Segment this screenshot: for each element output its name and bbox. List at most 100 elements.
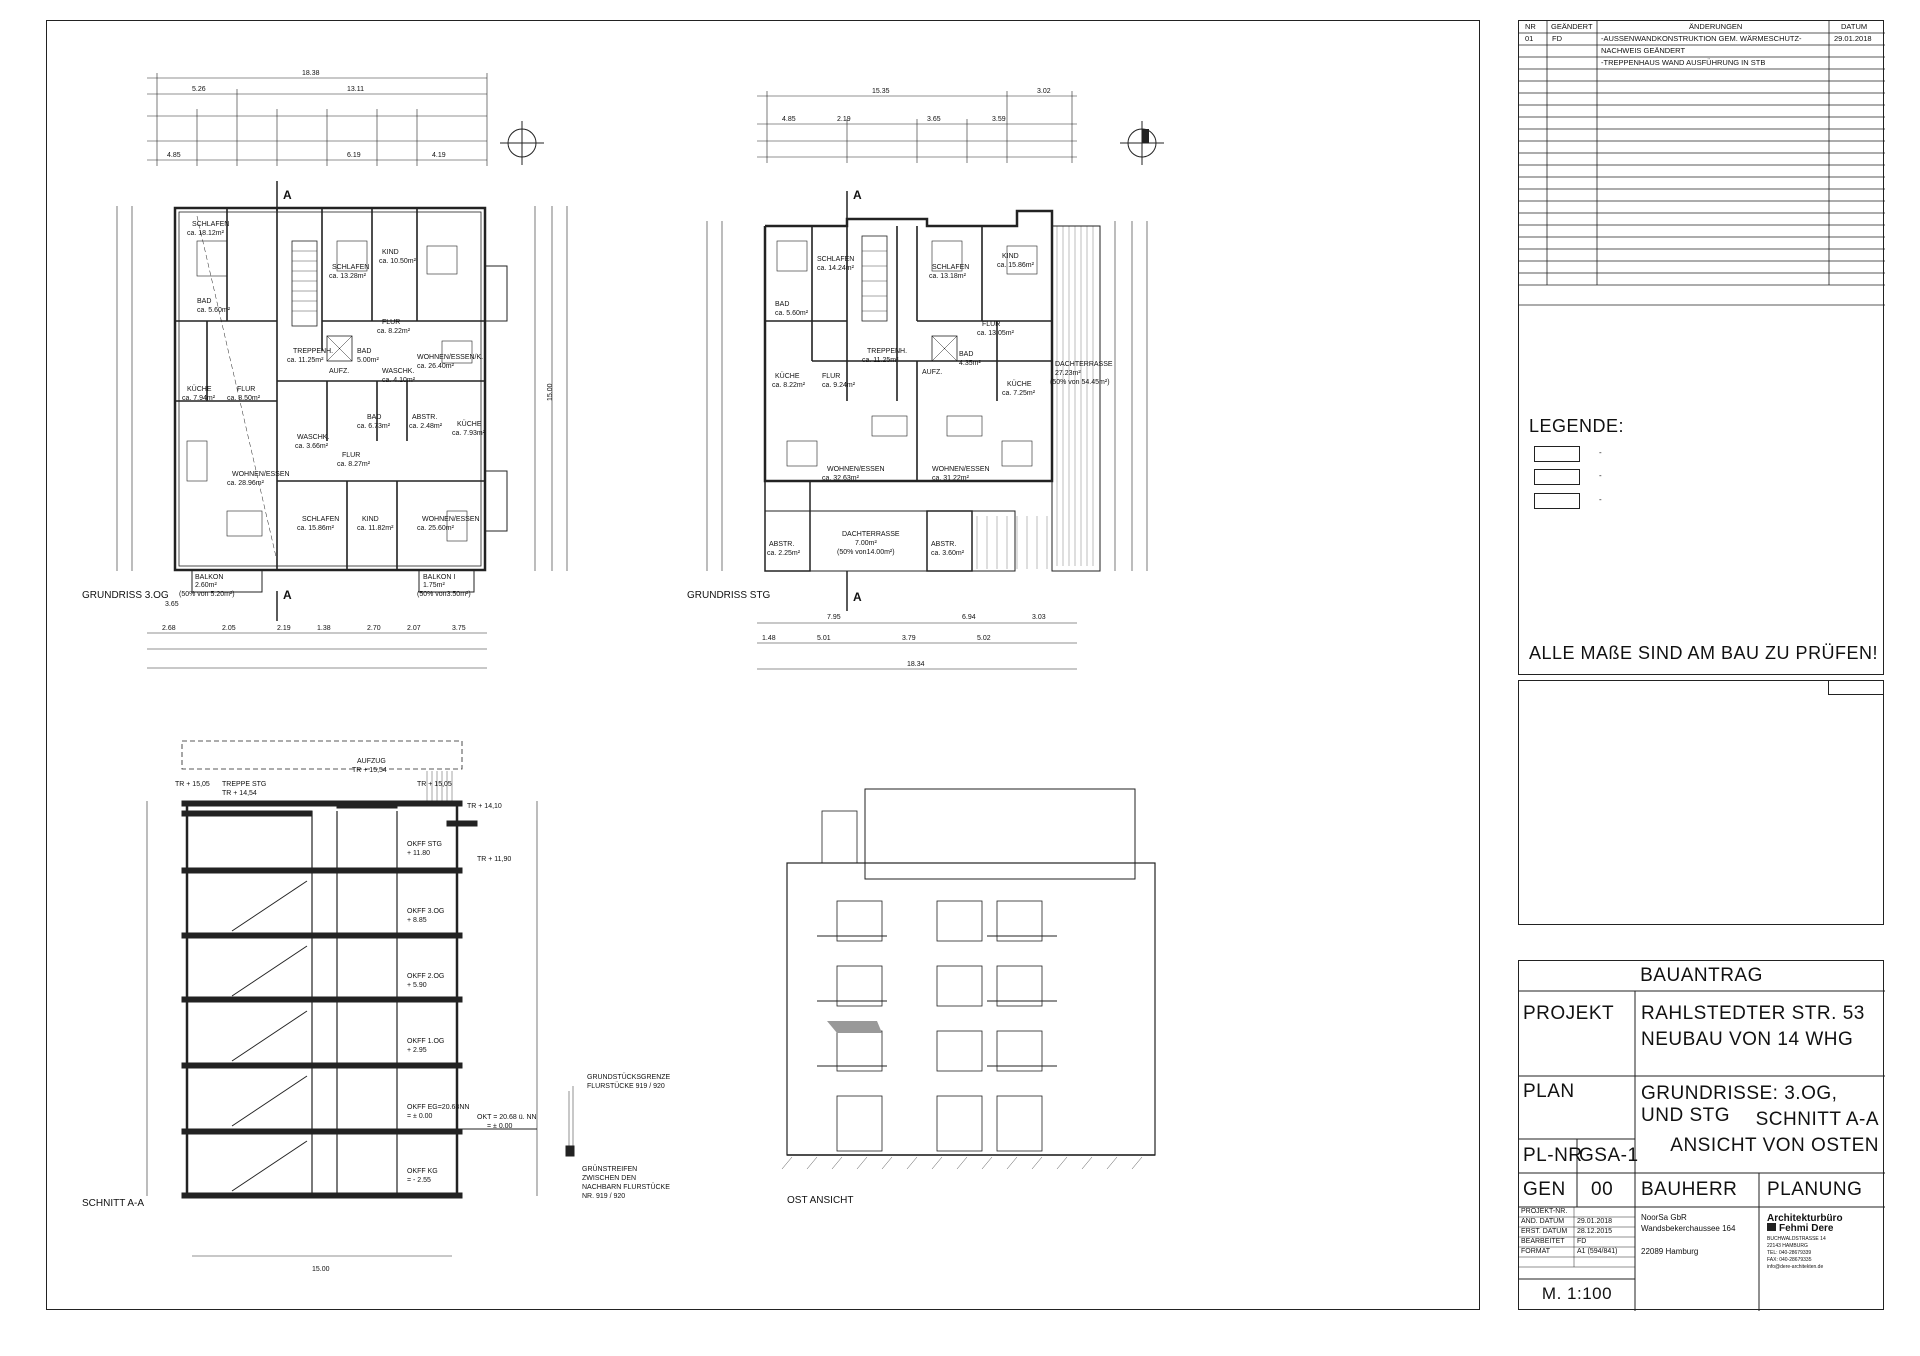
dim-3og-a: 5.26 — [192, 86, 206, 93]
section-mark-a: A — [853, 590, 862, 604]
planung-small: info@dere-architekten.de — [1767, 1264, 1824, 1270]
room-area: ca. 10.50m² — [379, 258, 417, 265]
terrace-area: 27.23m² — [1055, 370, 1081, 377]
scale: M. 1:100 — [1541, 1284, 1613, 1303]
level-value: = ± 0.00 — [407, 1113, 433, 1120]
meta-value: 28.12.2015 — [1577, 1228, 1613, 1235]
streifen-label: GRÜNSTREIFEN — [582, 1165, 637, 1173]
level-name: OKFF STG — [407, 841, 442, 848]
level-name: OKFF 1.OG — [407, 1038, 444, 1045]
room-label: KIND — [1002, 253, 1019, 260]
section-top-label: TREPPE STG — [222, 781, 266, 788]
meta-key: BEARBEITET — [1521, 1238, 1565, 1245]
plnr-label: PL-NR — [1523, 1145, 1583, 1166]
meta-value: FD — [1577, 1238, 1587, 1245]
room-area: ca. 13.28m² — [329, 273, 367, 280]
planung-small: FAX: 040-28679335 — [1767, 1257, 1812, 1263]
room-label: AUFZ. — [922, 369, 942, 376]
dim-stg-j: 1.48 — [762, 635, 776, 642]
room-label: BALKON — [195, 574, 223, 581]
terrace-note: (50% von 54.45m²) — [1050, 379, 1110, 386]
rev-text: NACHWEIS GEÄNDERT — [1601, 46, 1686, 55]
title-block: BAUANTRAG PROJEKT RAHLSTEDTER STR. 53 NE… — [1518, 960, 1885, 1311]
room-area: ca. 9.24m² — [822, 382, 856, 389]
grenze-label: FLURSTÜCKE 919 / 920 — [587, 1082, 665, 1090]
room-area: ca. 11.82m² — [357, 525, 394, 532]
stamp-box — [1518, 680, 1884, 925]
rev-nr: 01 — [1525, 34, 1534, 43]
room-label: SCHLAFEN — [302, 516, 339, 523]
room-area: 1.75m² — [423, 582, 445, 589]
room-label: AUFZ. — [329, 368, 349, 375]
room-area: ca. 8.50m² — [227, 395, 261, 402]
room-label: WASCHK. — [297, 434, 329, 441]
section-top-label: TR + 15,05 — [417, 781, 452, 788]
plan-stg — [706, 91, 1164, 670]
room-label: FLUR — [237, 386, 255, 393]
room-area: ca. 8.22m² — [772, 382, 806, 389]
terrace-area: 7.00m² — [855, 540, 877, 547]
room-label: TREPPENH. — [293, 348, 333, 355]
elevation-east — [781, 788, 1156, 1170]
planung-label: PLANUNG — [1767, 1179, 1863, 1200]
section-width: 15.00 — [312, 1266, 330, 1273]
section-top-label: AUFZUG — [357, 758, 386, 765]
legend-swatch — [1534, 469, 1580, 485]
plan-3og-labels: 18.38 5.26 13.11 4.85 6.19 4.19 SCHLAFEN… — [82, 70, 554, 632]
room-label: FLUR — [382, 319, 400, 326]
level-name: OKFF 3.OG — [407, 908, 444, 915]
room-label: FLUR — [342, 452, 360, 459]
dim-stg-n: 18.34 — [907, 661, 925, 668]
dim-3og-g: 2.68 — [162, 625, 176, 632]
room-label: FLUR — [822, 373, 840, 380]
room-label: KÜCHE — [775, 372, 800, 380]
room-area: 4.35m² — [959, 360, 981, 367]
bauherr-label: BAUHERR — [1641, 1179, 1738, 1200]
room-label: WOHNEN/ESSEN/K. — [417, 354, 483, 361]
room-area: ca. 5.60m² — [197, 307, 231, 314]
room-label: SCHLAFEN — [932, 264, 969, 271]
section-mark-a: A — [283, 588, 292, 602]
meta-value: 29.01.2018 — [1577, 1218, 1613, 1225]
planung-logo-name: Fehmi Dere — [1779, 1223, 1834, 1234]
planung-small: BUCHWALDSTRASSE 14 — [1767, 1236, 1826, 1242]
plan-line-2: SCHNITT A-A — [1755, 1109, 1879, 1130]
legend-title: LEGENDE: — [1529, 416, 1625, 436]
level-value: + 2.95 — [407, 1047, 427, 1054]
room-label: WOHNEN/ESSEN — [932, 466, 990, 473]
room-label: WOHNEN/ESSEN — [232, 471, 290, 478]
section-top-label: TR + 11,90 — [477, 856, 511, 863]
room-label: TREPPENH. — [867, 348, 907, 355]
dim-3og-h: 2.05 — [222, 625, 236, 632]
room-label: WOHNEN/ESSEN — [422, 516, 480, 523]
streifen-label: NR. 919 / 920 — [582, 1193, 625, 1200]
level-value: + 5.90 — [407, 982, 427, 989]
room-area: ca. 6.73m² — [357, 423, 391, 430]
room-area: ca. 2.25m² — [767, 550, 801, 557]
dim-stg-c: 4.85 — [782, 116, 796, 123]
dim-stg-h: 6.94 — [962, 614, 976, 621]
dim-3og-k: 2.70 — [367, 625, 381, 632]
revisions-panel: NR GEÄNDERT ÄNDERUNGEN DATUM 01 FD -AUSS… — [1518, 20, 1885, 675]
projekt-line-1: RAHLSTEDTER STR. 53 — [1641, 1003, 1865, 1024]
gen-label: GEN — [1523, 1179, 1566, 1200]
okt-value: = ± 0.00 — [487, 1123, 513, 1130]
dim-stg-i: 3.03 — [1032, 614, 1046, 621]
dim-stg-a: 15.35 — [872, 88, 890, 95]
planung-small: TEL: 040-28679339 — [1767, 1250, 1812, 1256]
dim-3og-m: 3.75 — [452, 625, 466, 632]
room-area: ca. 8.27m² — [337, 461, 371, 468]
dim-stg-g: 7.95 — [827, 614, 841, 621]
bauherr-line: 22089 Hamburg — [1641, 1247, 1699, 1256]
dim-stg-e: 3.65 — [927, 116, 941, 123]
room-area: ca. 11.25m² — [287, 357, 324, 364]
rev-header-change: ÄNDERUNGEN — [1689, 22, 1743, 31]
terrace-note: (50% von14.00m²) — [837, 549, 895, 556]
room-label: ABSTR. — [931, 541, 956, 548]
legend-item: - — [1599, 448, 1602, 457]
dim-stg-f: 3.59 — [992, 116, 1006, 123]
dim-stg-b: 3.02 — [1037, 88, 1051, 95]
dim-stg-d: 2.19 — [837, 116, 851, 123]
room-label: SCHLAFEN — [192, 221, 229, 228]
dim-3og-f: 3.65 — [165, 601, 179, 608]
